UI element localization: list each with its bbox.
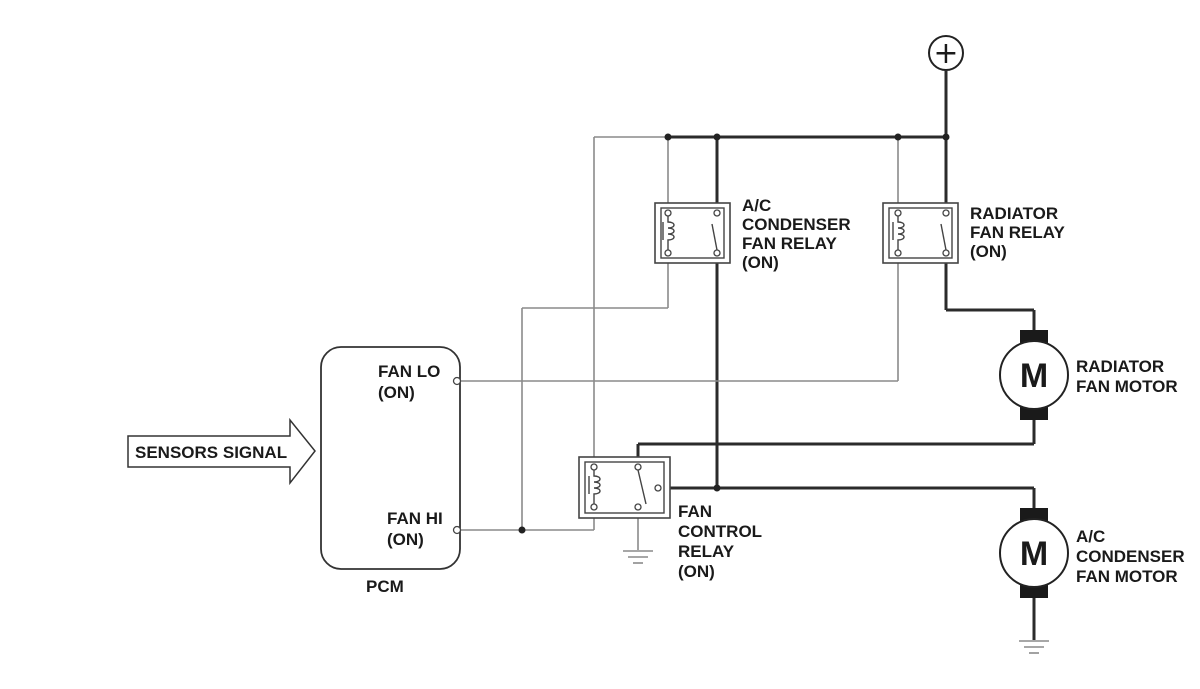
ac-relay-label-line: A/C (742, 196, 771, 215)
fan-hi-state: (ON) (387, 530, 424, 549)
sensors-signal-arrow: SENSORS SIGNAL (127, 417, 316, 486)
ac-motor-label-line: FAN MOTOR (1076, 567, 1178, 586)
ground-icon (1019, 640, 1049, 654)
motor-symbol: M (1020, 357, 1048, 395)
motor-symbol: M (1020, 535, 1048, 573)
radiator-fan-motor: M (999, 330, 1069, 420)
rad-relay-label-line: RADIATOR (970, 204, 1058, 223)
fan-control-relay (578, 456, 671, 519)
power-wires (636, 70, 1036, 640)
ac-motor-label-line: A/C (1076, 527, 1105, 546)
radiator-fan-relay (882, 202, 959, 264)
ac-relay-label-line: FAN RELAY (742, 234, 837, 253)
rad-relay-label-line: (ON) (970, 242, 1007, 261)
fan-control-relay-label-line: RELAY (678, 542, 735, 561)
fan-lo-state: (ON) (378, 383, 415, 402)
fan-control-relay-label-line: CONTROL (678, 522, 762, 541)
sensors-signal-label: SENSORS SIGNAL (135, 443, 287, 462)
fan-lo-label: FAN LO (378, 362, 440, 381)
battery-positive-icon: + (928, 35, 964, 71)
ac-relay-label-line: (ON) (742, 253, 779, 272)
ac-condenser-fan-motor: M (999, 508, 1069, 598)
rad-motor-label-line: FAN MOTOR (1076, 377, 1178, 396)
ac-condenser-fan-relay (654, 202, 731, 264)
signal-wires (460, 136, 899, 550)
fan-hi-label: FAN HI (387, 509, 443, 528)
ac-relay-label-line: CONDENSER (742, 215, 851, 234)
pcm-module (320, 346, 462, 570)
rad-relay-label-line: FAN RELAY (970, 223, 1065, 242)
junction-dots (518, 133, 950, 534)
ground-icon (623, 550, 653, 564)
ac-motor-label-line: CONDENSER (1076, 547, 1185, 566)
fan-control-relay-label-line: FAN (678, 502, 712, 521)
rad-motor-label-line: RADIATOR (1076, 357, 1164, 376)
svg-text:+: + (933, 36, 958, 71)
pcm-label: PCM (366, 577, 404, 596)
fan-control-relay-label-line: (ON) (678, 562, 715, 581)
